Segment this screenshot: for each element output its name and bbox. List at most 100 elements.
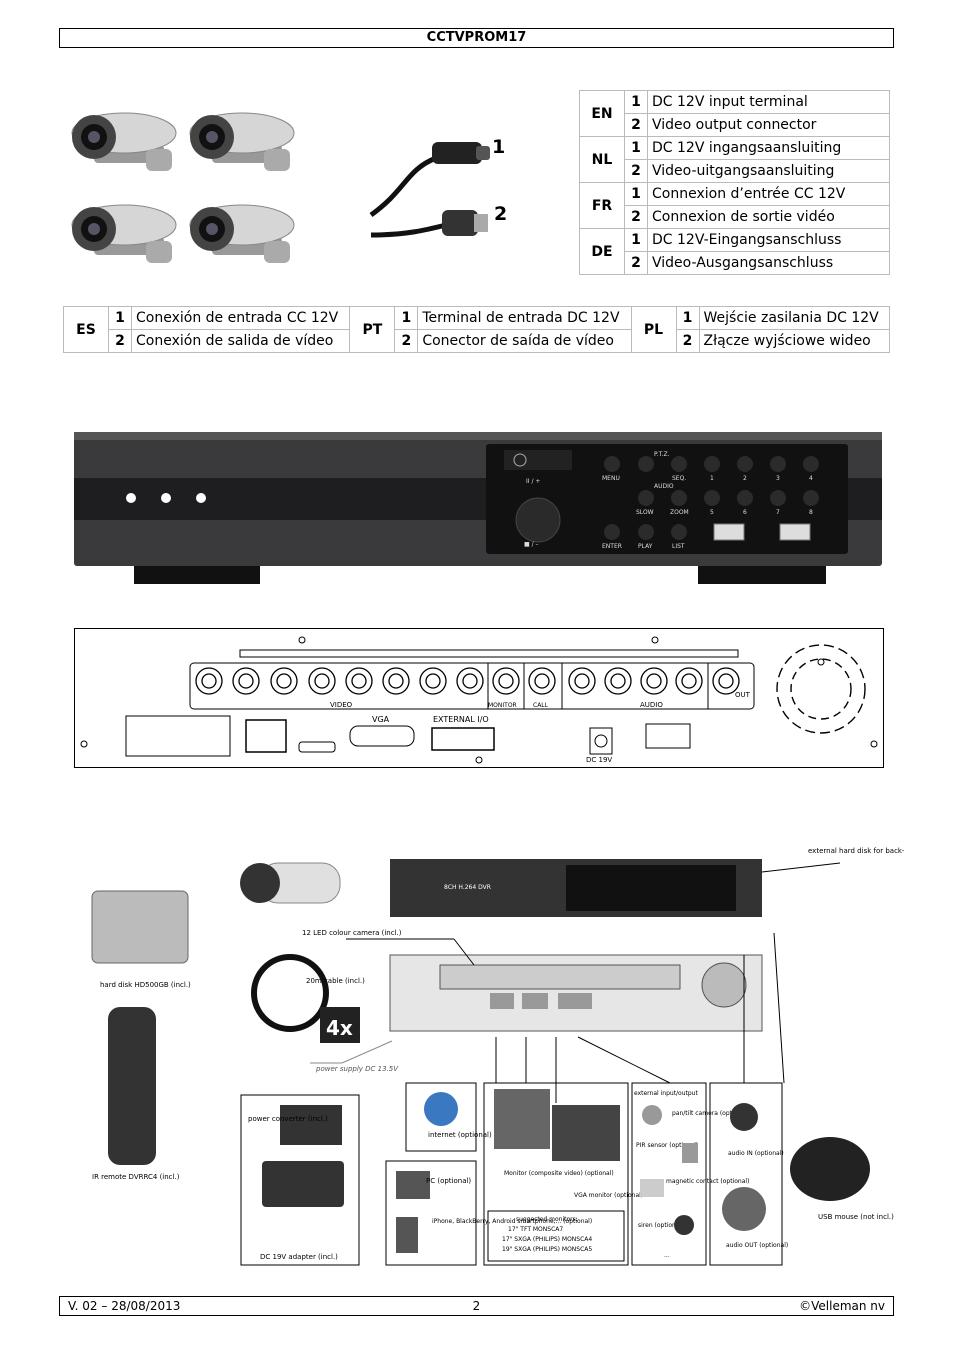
- lang-table-wide: ES 1 Conexión de entrada CC 12V PT 1 Ter…: [63, 306, 890, 353]
- item-num: 2: [624, 205, 648, 229]
- lang-code: EN: [579, 90, 625, 137]
- page-number: 2: [472, 1299, 481, 1313]
- lang-code: PL: [630, 306, 677, 353]
- adapter-label: DC 19V adapter (incl.): [260, 1253, 338, 1261]
- item-text: Conexión de entrada CC 12V: [130, 306, 351, 330]
- key-3: 3: [776, 475, 780, 482]
- key-4: 4: [809, 475, 813, 482]
- mon1-label: 17" TFT MONSCA7: [508, 1226, 563, 1233]
- external-io-label: EXTERNAL I/O: [433, 715, 489, 724]
- page-title: CCTVPROM17: [426, 30, 527, 45]
- mon3-label: 19" SXGA (PHILIPS) MONSCA5: [502, 1246, 592, 1253]
- item-num: 1: [624, 136, 648, 160]
- item-num: 2: [394, 329, 419, 353]
- siren-label: siren (optional): [638, 1222, 684, 1229]
- key-7: 7: [776, 509, 780, 516]
- page-footer: V. 02 – 28/08/2013 2 ©Velleman nv: [59, 1296, 894, 1316]
- item-text: DC 12V ingangsaansluiting: [647, 136, 890, 160]
- slow-label: SLOW: [636, 509, 654, 516]
- audio-label: AUDIO: [640, 701, 663, 709]
- monitor-label: Monitor (composite video) (optional): [504, 1170, 614, 1177]
- stop-label: ■ / –: [524, 541, 539, 548]
- key-1: 1: [710, 475, 714, 482]
- item-num: 1: [624, 228, 648, 252]
- audio-label: AUDIO: [654, 483, 674, 490]
- item-num: 2: [624, 159, 648, 183]
- vga-monitor-label: VGA monitor (optional): [574, 1192, 643, 1199]
- dvr-back-panel: VIDEO MONITOR CALL AUDIO OUT VGA EXTERNA…: [74, 628, 884, 768]
- menu-label: MENU: [602, 475, 620, 482]
- ext-hdd-label: external hard disk for back-up (optional…: [808, 847, 904, 855]
- item-text: Wejście zasilania DC 12V: [698, 306, 890, 330]
- item-text: Złącze wyjściowe wideo: [698, 329, 890, 353]
- copyright-text: ©Velleman nv: [799, 1299, 885, 1313]
- lang-code: FR: [579, 182, 625, 229]
- connector-label-2: 2: [494, 203, 508, 225]
- video-label: VIDEO: [330, 701, 353, 709]
- dvr-label: 8CH H.264 DVR: [444, 884, 491, 891]
- item-num: 1: [108, 306, 132, 330]
- lang-code: PT: [349, 306, 396, 353]
- item-text: Terminal de entrada DC 12V: [417, 306, 632, 330]
- item-num: 1: [675, 306, 700, 330]
- system-connection-diagram: external hard disk for back-up (optional…: [91, 847, 904, 1266]
- play-pause-label: II / +: [526, 478, 540, 485]
- lang-code: NL: [579, 136, 625, 183]
- lang-code: DE: [579, 228, 625, 275]
- key-2: 2: [743, 475, 747, 482]
- camera-icon: [71, 112, 177, 171]
- ir-remote-label: IR remote DVRRC4 (incl.): [92, 1173, 180, 1181]
- suggested-label: suggested monitors:: [516, 1216, 578, 1223]
- ellipsis-label: ...: [664, 1252, 670, 1259]
- cable-label: 20m cable (incl.): [306, 977, 365, 985]
- call-label: CALL: [533, 702, 549, 709]
- connector-label-1: 1: [492, 136, 506, 158]
- item-text: Connexion de sortie vidéo: [647, 205, 890, 229]
- zoom-label: ZOOM: [670, 509, 689, 516]
- usb-mouse-label: USB mouse (not incl.): [818, 1213, 894, 1221]
- item-num: 1: [624, 90, 648, 114]
- monitor-label: MONITOR: [488, 702, 517, 709]
- item-text: Video-uitgangsaansluiting: [647, 159, 890, 183]
- audio-in-label: audio IN (optional): [728, 1150, 784, 1157]
- dvr-front-panel: II / + ■ / – MENU P.T.Z. SEQ. AUDIO SLOW…: [74, 432, 882, 584]
- item-text: Video output connector: [647, 113, 890, 137]
- key-8: 8: [809, 509, 813, 516]
- hdd-label: hard disk HD500GB (incl.): [100, 981, 191, 989]
- version-text: V. 02 – 28/08/2013: [68, 1299, 181, 1313]
- item-text: Conector de saída de vídeo: [417, 329, 632, 353]
- audio-out-label: audio OUT (optional): [726, 1242, 788, 1249]
- pc-label: PC (optional): [426, 1177, 471, 1185]
- key-6: 6: [743, 509, 747, 516]
- key-5: 5: [710, 509, 714, 516]
- ptz-label: P.T.Z.: [654, 451, 670, 458]
- item-num: 1: [624, 182, 648, 206]
- dc-label: DC 19V: [586, 756, 612, 764]
- cameras-photo: [71, 112, 295, 264]
- item-text: Connexion d’entrée CC 12V: [647, 182, 890, 206]
- enter-label: ENTER: [602, 543, 622, 550]
- magnetic-label: magnetic contact (optional): [666, 1178, 749, 1185]
- item-num: 1: [394, 306, 419, 330]
- lang-code: ES: [63, 306, 109, 353]
- pir-label: PIR sensor (optional): [636, 1142, 698, 1149]
- power-converter-label: power converter (incl.): [248, 1115, 328, 1123]
- play-label: PLAY: [638, 543, 653, 550]
- mon2-label: 17" SXGA (PHILIPS) MONSCA4: [502, 1236, 592, 1243]
- item-text: Conexión de salida de vídeo: [130, 329, 351, 353]
- ext-io-label: external input/output: [634, 1090, 698, 1097]
- connector-cable-photo: [369, 142, 490, 238]
- item-text: DC 12V-Eingangsanschluss: [647, 228, 890, 252]
- item-text: Video-Ausgangsanschluss: [647, 251, 890, 275]
- page-header: CCTVPROM17: [59, 28, 894, 48]
- list-label: LIST: [672, 543, 685, 550]
- camera-label: 12 LED colour camera (incl.): [302, 929, 402, 937]
- smartphone-label: iPhone, BlackBerry, Android smartphone,.…: [432, 1218, 592, 1225]
- four-x-label: 4x: [326, 1016, 353, 1040]
- vga-label: VGA: [372, 715, 390, 724]
- item-num: 2: [624, 251, 648, 275]
- power-supply-label: power supply DC 13.5V: [315, 1065, 399, 1073]
- internet-label: internet (optional): [428, 1131, 492, 1139]
- out-label: OUT: [735, 691, 751, 699]
